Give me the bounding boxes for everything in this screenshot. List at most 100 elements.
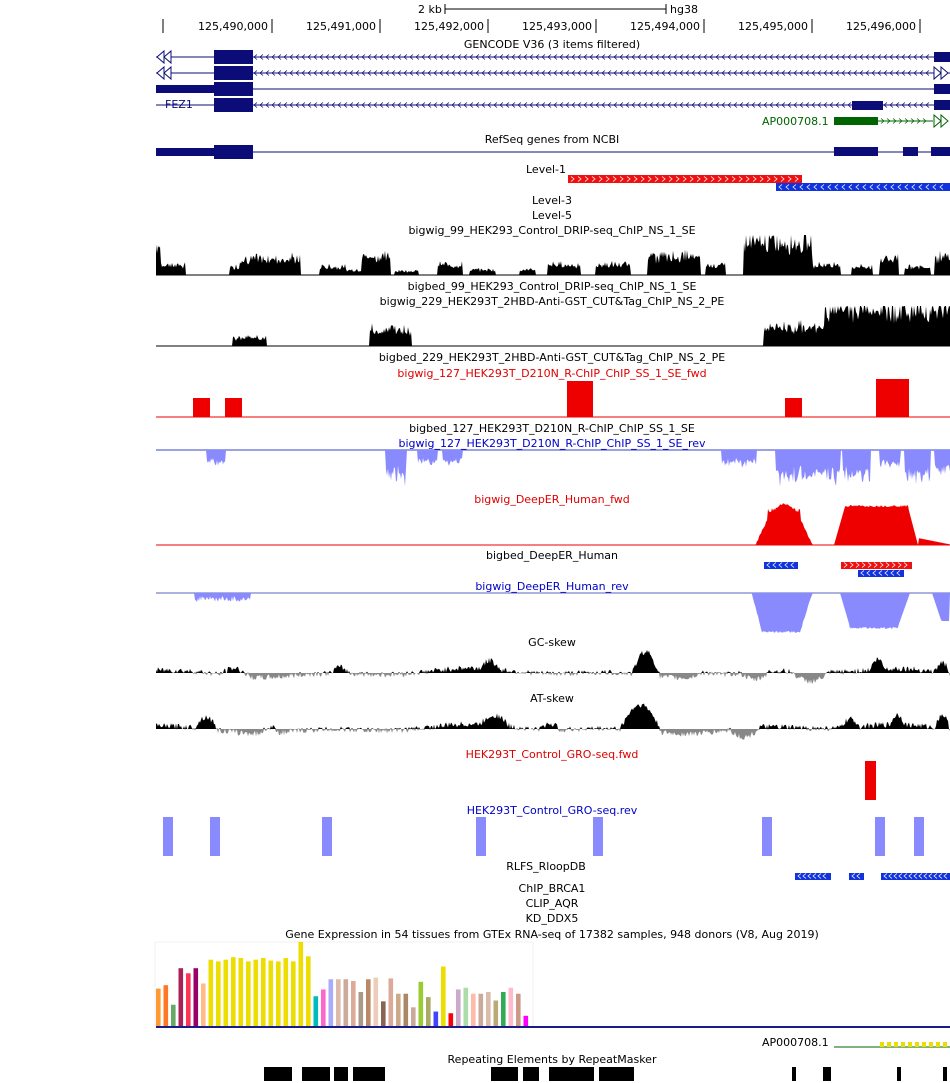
gro-bar — [865, 761, 876, 800]
exon-block — [834, 147, 878, 156]
gro-bar — [163, 817, 173, 856]
repeat-block — [334, 1067, 348, 1081]
gtex-bar — [901, 1042, 905, 1047]
track-title-refseq[interactable]: RefSeq genes from NCBI — [484, 133, 620, 146]
exon-block — [156, 148, 214, 156]
gene-label-gtex[interactable]: AP000708.1 — [762, 1036, 829, 1049]
strand-arrows — [766, 562, 795, 568]
skew-positive — [156, 649, 950, 673]
track-title-deeper-bigbed[interactable]: bigbed_DeepER_Human — [485, 549, 619, 562]
strand-arrows — [843, 562, 908, 568]
track-title-chip-brca1[interactable]: ChIP_BRCA1 — [518, 882, 586, 895]
track-title-drip-bigwig[interactable]: bigwig_99_HEK293_Control_DRIP-seq_ChIP_N… — [408, 224, 696, 237]
track-title-gro-rev[interactable]: HEK293T_Control_GRO-seq.rev — [466, 804, 638, 817]
gtex-bar — [321, 989, 326, 1026]
gtex-bar — [366, 979, 371, 1026]
gtex-bar — [171, 1004, 176, 1026]
rlfs-feature — [881, 873, 950, 880]
gtex-bar — [373, 977, 379, 1026]
track-title-at-skew[interactable]: AT-skew — [530, 692, 574, 705]
exon-block — [903, 147, 918, 156]
signal-bar — [785, 398, 802, 417]
repeat-block — [576, 1067, 594, 1081]
track-title-gc-skew[interactable]: GC-skew — [528, 636, 576, 649]
track-title-repeatmasker[interactable]: Repeating Elements by RepeatMasker — [447, 1053, 657, 1066]
track-title-level5[interactable]: Level-5 — [531, 209, 573, 222]
gtex-bar — [238, 958, 244, 1026]
gtex-bar — [493, 1000, 499, 1026]
exon-block — [934, 52, 950, 62]
gtex-bar — [291, 961, 296, 1026]
track-title-cuttag-bigbed[interactable]: bigbed_229_HEK293T_2HBD-Anti-GST_CUT&Tag… — [378, 351, 726, 364]
exon-block — [214, 66, 253, 80]
track-title-cuttag-bigwig[interactable]: bigwig_229_HEK293T_2HBD-Anti-GST_CUT&Tag… — [379, 295, 725, 308]
gtex-bar — [178, 968, 184, 1026]
gtex-bar — [313, 996, 319, 1026]
gtex-bar — [426, 997, 431, 1026]
strand-arrows — [570, 176, 799, 182]
strand-arrows — [253, 70, 930, 76]
track-title-drip-bigbed[interactable]: bigbed_99_HEK293_Control_DRIP-seq_ChIP_N… — [407, 280, 697, 293]
gtex-bar — [336, 979, 341, 1026]
gtex-bar — [201, 983, 206, 1026]
signal-bar — [193, 398, 210, 417]
track-title-kd-ddx5[interactable]: KD_DDX5 — [525, 912, 579, 925]
exon-block — [934, 84, 950, 94]
gtex-bar — [501, 992, 506, 1026]
exon-block — [931, 147, 950, 156]
track-title-gtex[interactable]: Gene Expression in 54 tissues from GTEx … — [285, 928, 819, 941]
track-title-rchip-rev[interactable]: bigwig_127_HEK293T_D210N_R-ChIP_ChIP_SS_… — [398, 437, 706, 450]
gro-bar — [593, 817, 603, 856]
gtex-bar — [306, 956, 311, 1026]
track-title-clip-aqr[interactable]: CLIP_AQR — [525, 897, 579, 910]
signal-area — [156, 450, 950, 487]
gtex-bar — [156, 988, 161, 1026]
gtex-bar — [208, 959, 214, 1026]
gtex-bar — [929, 1042, 933, 1047]
gro-bar — [762, 817, 772, 856]
gro-bar — [914, 817, 924, 856]
gtex-bar — [343, 979, 349, 1026]
track-title-level3[interactable]: Level-3 — [531, 194, 573, 207]
track-title-gro-fwd[interactable]: HEK293T_Control_GRO-seq.fwd — [465, 748, 639, 761]
track-title-gencode[interactable]: GENCODE V36 (3 items filtered) — [463, 38, 641, 51]
track-title-rchip-fwd[interactable]: bigwig_127_HEK293T_D210N_R-ChIP_ChIP_SS_… — [397, 367, 707, 380]
track-title-level1[interactable]: Level-1 — [525, 163, 567, 176]
ruler-scale-label: 2 kb — [418, 3, 442, 16]
transcript-end-arrow — [933, 65, 949, 81]
gtex-bar — [441, 966, 446, 1026]
track-title-rchip-bigbed[interactable]: bigbed_127_HEK293T_D210N_R-ChIP_ChIP_SS_… — [409, 422, 695, 435]
strand-arrows — [253, 54, 930, 60]
gtex-bar — [358, 992, 364, 1026]
gtex-bar — [298, 941, 304, 1026]
signal-area — [156, 593, 950, 633]
strand-arrows — [851, 873, 861, 879]
gtex-bar — [508, 987, 514, 1026]
ruler-tick-label: 125,493,000 — [522, 20, 592, 33]
gtex-bar — [448, 1013, 454, 1026]
gtex-bar — [268, 960, 274, 1026]
gene-label-ap000708[interactable]: AP000708.1 — [762, 115, 829, 128]
gtex-bar — [523, 1015, 529, 1026]
transcript-end-arrow — [156, 65, 172, 81]
track-title-deeper-rev[interactable]: bigwig_DeepER_Human_rev — [475, 580, 629, 593]
gtex-bar — [276, 961, 281, 1026]
repeat-block — [792, 1067, 796, 1081]
repeat-block — [599, 1067, 634, 1081]
gene-label-fez1[interactable]: FEZ1 — [165, 98, 193, 111]
gtex-bar — [216, 961, 221, 1026]
exon-block — [834, 117, 878, 125]
track-title-deeper-fwd[interactable]: bigwig_DeepER_Human_fwd — [474, 493, 630, 506]
bed-feature — [764, 562, 798, 569]
signal-area — [156, 503, 950, 545]
gtex-bar — [283, 958, 289, 1026]
signal-bar — [225, 398, 242, 417]
track-title-rlfs[interactable]: RLFS_RloopDB — [506, 860, 586, 873]
gtex-bar — [908, 1042, 912, 1047]
transcript-end-arrow — [156, 49, 172, 65]
ruler-tick-label: 125,490,000 — [198, 20, 268, 33]
exon-block — [214, 82, 253, 96]
gtex-bar — [433, 1011, 439, 1026]
